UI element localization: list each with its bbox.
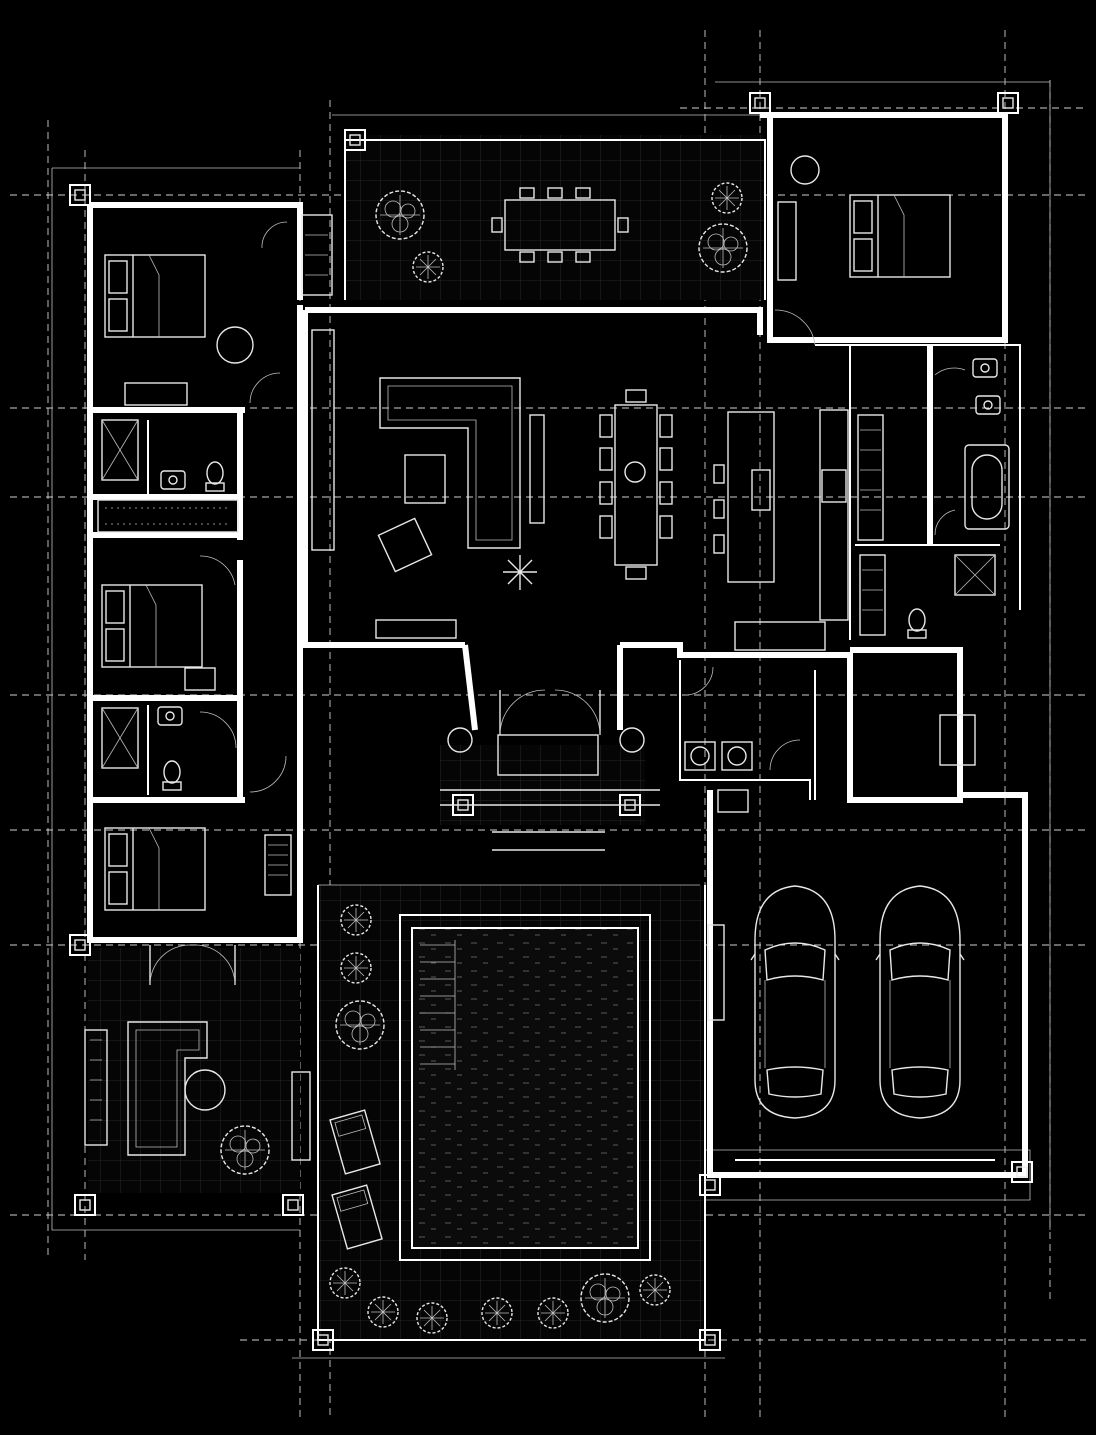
plant-icon xyxy=(503,555,537,590)
cooktop-icon xyxy=(821,469,847,503)
shower-icon xyxy=(101,707,139,769)
kitchen-counter-icon xyxy=(819,409,849,621)
pantry-icon xyxy=(734,621,826,651)
shower-icon xyxy=(954,554,996,596)
laundry xyxy=(684,741,753,771)
bed-icon xyxy=(104,827,206,911)
dining-terrace xyxy=(345,135,765,300)
pool-steps xyxy=(420,940,456,1070)
sink-icon xyxy=(157,706,183,726)
desk-chair-icon xyxy=(184,667,216,691)
planter-icon xyxy=(84,1029,108,1146)
closet-icon xyxy=(859,554,886,636)
door-swing-icon xyxy=(261,221,288,249)
kitchen-island-icon xyxy=(727,411,775,583)
car-icon xyxy=(750,885,840,1119)
bed-icon xyxy=(849,194,951,278)
sofa-icon xyxy=(127,1021,208,1156)
shelving-icon xyxy=(301,214,333,296)
door-swing-icon xyxy=(934,509,956,536)
shelving-icon xyxy=(264,834,292,896)
toilet-icon xyxy=(205,461,225,492)
door-swing-icon xyxy=(249,755,287,793)
planter-icon xyxy=(447,727,473,753)
media-wall-icon xyxy=(311,329,335,551)
side-table-icon xyxy=(184,1069,226,1111)
bench-icon xyxy=(291,1071,311,1161)
entry-porch xyxy=(440,745,645,825)
entry-mat-icon xyxy=(497,734,599,776)
walls xyxy=(87,112,1028,1341)
bench-icon xyxy=(375,619,457,639)
door-swing-icon xyxy=(934,367,966,376)
coffee-table-icon xyxy=(404,454,446,504)
console-icon xyxy=(529,414,545,524)
door-frame-icon xyxy=(707,924,725,1021)
armchair-icon xyxy=(790,155,820,185)
desk-icon xyxy=(124,382,188,406)
door-swing-icon xyxy=(149,944,236,986)
sink-icon xyxy=(717,789,749,813)
bathtub-icon xyxy=(964,444,1010,530)
toilet-icon xyxy=(162,760,182,791)
sink-icon xyxy=(160,470,186,490)
car-icon xyxy=(875,885,965,1119)
door-swing-icon xyxy=(199,555,236,586)
sofa-icon xyxy=(379,377,521,549)
pool-edge xyxy=(399,914,651,1261)
side-table-icon xyxy=(216,326,254,364)
bed-icon xyxy=(104,254,206,338)
toilet-icon xyxy=(907,608,927,639)
shelving-icon xyxy=(939,714,976,766)
west-patio xyxy=(88,948,300,1193)
closet-west xyxy=(97,499,239,533)
door-swing-icon xyxy=(774,309,816,346)
dining-table-icon xyxy=(504,199,616,251)
site-outline xyxy=(51,81,1051,1359)
shower-icon xyxy=(101,419,139,481)
door-swing-icon xyxy=(769,739,801,771)
dining-table-icon xyxy=(614,404,658,566)
entry-steps xyxy=(440,789,660,851)
armchair-icon xyxy=(377,517,433,573)
door-swing-icon xyxy=(684,666,714,696)
planter-icon xyxy=(619,727,645,753)
door-swing-icon xyxy=(249,372,281,404)
dresser-icon xyxy=(777,201,797,281)
closet-icon xyxy=(857,414,884,541)
sink-icon xyxy=(972,358,998,378)
bed-icon xyxy=(101,584,203,668)
pool xyxy=(411,927,639,1249)
door-swing-icon xyxy=(499,689,601,736)
door-swing-icon xyxy=(199,711,237,749)
sink-icon xyxy=(975,395,1001,415)
